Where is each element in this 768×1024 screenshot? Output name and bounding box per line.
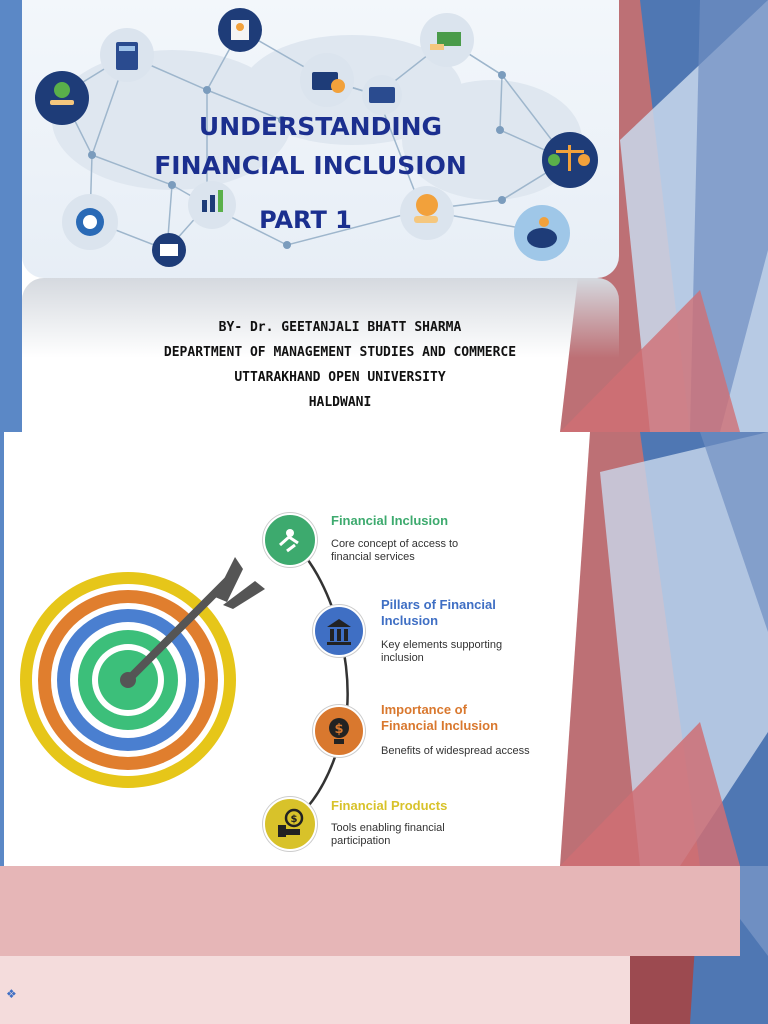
target-icon bbox=[20, 570, 241, 788]
step-3-desc: Benefits of widespread access bbox=[381, 745, 530, 757]
step-2-desc: Key elements supporting inclusion bbox=[381, 639, 503, 664]
coin-hand-icon bbox=[400, 186, 454, 240]
left-accent-bar bbox=[0, 0, 22, 432]
step-1-desc: Core concept of access to financial serv… bbox=[331, 538, 459, 563]
title-band bbox=[0, 866, 740, 956]
university-line: UTTARAKHAND OPEN UNIVERSITY bbox=[234, 370, 446, 385]
arrow-fletching-icon bbox=[215, 557, 265, 609]
step-3-dollar-bulb-icon: $ bbox=[313, 705, 365, 757]
author-line: BY- Dr. GEETANJALI BHATT SHARMA bbox=[218, 320, 462, 335]
document-icon bbox=[218, 8, 262, 52]
slide-decoration bbox=[0, 432, 768, 866]
title-line-2: FINANCIAL INCLUSION bbox=[154, 151, 467, 180]
cash-hand-icon bbox=[420, 13, 474, 67]
department-line: DEPARTMENT OF MANAGEMENT STUDIES AND COM… bbox=[163, 345, 517, 360]
credit-card-icon bbox=[362, 75, 402, 115]
scales-icon bbox=[542, 132, 598, 188]
content-band bbox=[0, 956, 630, 1024]
gear-dollar-icon bbox=[62, 194, 118, 250]
svg-text:$: $ bbox=[334, 722, 343, 737]
bullet-slide: ❖ bbox=[0, 866, 768, 1024]
briefcase-coin-icon bbox=[300, 53, 354, 107]
bank-icon bbox=[152, 233, 186, 267]
growth-chart-icon bbox=[188, 181, 236, 229]
step-4-desc: Tools enabling financial participation bbox=[331, 822, 445, 847]
step-4-title: Financial Products bbox=[331, 798, 448, 813]
title-line-1: UNDERSTANDING bbox=[198, 112, 443, 141]
step-2-title: Pillars of Financial Inclusion bbox=[381, 597, 496, 628]
svg-text:$: $ bbox=[291, 814, 298, 825]
piggy-bank-icon bbox=[514, 205, 570, 261]
step-4-dollar-hand-icon: $ bbox=[263, 797, 317, 851]
banner-reflection bbox=[22, 278, 619, 358]
step-2-bank-icon bbox=[313, 605, 365, 657]
city-line: HALDWANI bbox=[308, 395, 372, 410]
overview-slide: Financial Inclusion Core concept of acce… bbox=[0, 432, 768, 866]
step-1-handshake-icon bbox=[263, 513, 317, 567]
network-illustration bbox=[35, 8, 598, 267]
money-bag-hand-icon bbox=[35, 71, 89, 125]
title-slide: UNDERSTANDING FINANCIAL INCLUSION PART 1… bbox=[0, 0, 768, 432]
title-banner: UNDERSTANDING FINANCIAL INCLUSION PART 1 bbox=[22, 0, 619, 278]
step-1-title: Financial Inclusion bbox=[331, 513, 449, 528]
bullet-icon: ❖ bbox=[6, 987, 17, 1001]
title-line-3: PART 1 bbox=[259, 206, 352, 234]
calculator-icon bbox=[100, 28, 154, 82]
step-3-title: Importance of Financial Inclusion bbox=[381, 702, 499, 733]
